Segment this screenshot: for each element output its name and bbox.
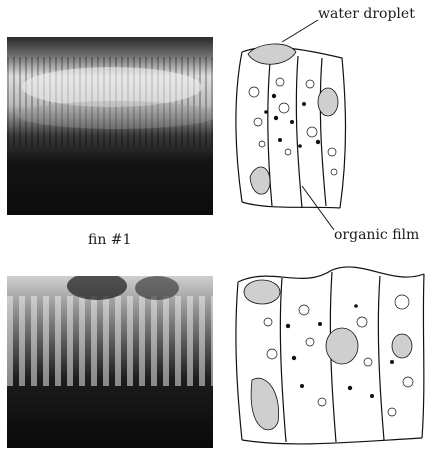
top-fin-photograph bbox=[7, 37, 213, 215]
organic-film-leader-line bbox=[296, 182, 341, 237]
organic-film-label: organic film bbox=[334, 227, 419, 243]
water-droplet-leader-line bbox=[270, 18, 330, 48]
bottom-fin-sketch bbox=[232, 262, 430, 448]
bottom-fin-photograph bbox=[7, 276, 213, 448]
water-droplet-label: water droplet bbox=[318, 6, 415, 22]
fin-number-label: fin #1 bbox=[88, 232, 131, 248]
